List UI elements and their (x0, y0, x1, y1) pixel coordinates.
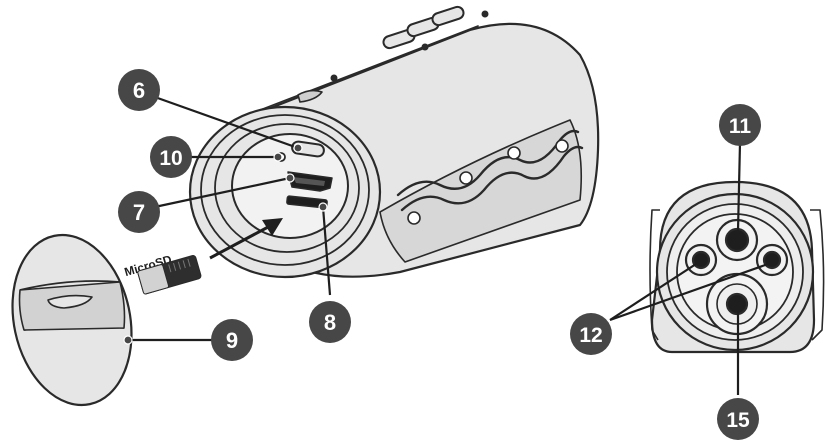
body-lower-band (379, 119, 582, 263)
insert-arrow-head (262, 218, 283, 236)
callout-badge-12: 12 (570, 313, 612, 355)
top-slot (297, 89, 323, 103)
grip-wave-1 (396, 129, 580, 197)
callout-badge-7: 7 (118, 191, 160, 233)
callout-label-8: 8 (324, 310, 336, 335)
grip-wave-2 (400, 145, 584, 212)
microsd-card (137, 255, 202, 295)
lens-12-left (691, 250, 711, 270)
callout-label-7: 7 (133, 200, 145, 225)
callout-badge-11: 11 (719, 104, 761, 146)
grip-screws (407, 139, 569, 225)
callout-label-11: 11 (729, 115, 752, 138)
top-buttons (330, 5, 489, 82)
camera-side-view (188, 5, 600, 279)
callout-label-10: 10 (159, 147, 182, 170)
camera-front-view (649, 180, 825, 354)
callout-badge-15: 15 (717, 398, 759, 440)
rear-cover-cap (11, 233, 133, 407)
callout-label-15: 15 (726, 409, 750, 432)
callout-label-6: 6 (133, 78, 145, 103)
rear-face-inner (231, 133, 349, 239)
body-top-ridge (254, 25, 479, 113)
port-8-sd-slot (286, 195, 328, 209)
leader-lines (126, 94, 769, 395)
callout-label-9: 9 (226, 328, 238, 353)
callout-badge-9: 9 (211, 319, 253, 361)
callout-badge-10: 10 (150, 136, 192, 178)
callout-badge-6: 6 (118, 69, 160, 111)
insert-arrow-shaft (209, 224, 271, 260)
lens-11 (724, 227, 750, 253)
callout-badge-8: 8 (309, 301, 351, 343)
leader-dots (123, 143, 328, 345)
callout-label-12: 12 (579, 324, 602, 347)
